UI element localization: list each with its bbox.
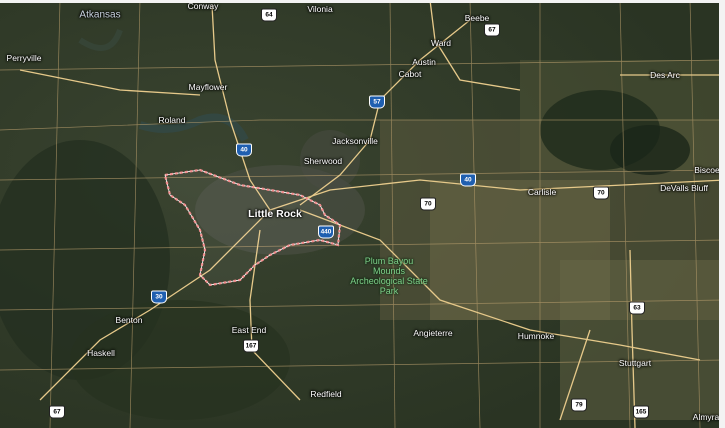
highway-shield-us-165: 165	[633, 405, 649, 419]
place-label-beebe[interactable]: Beebe	[464, 13, 490, 23]
place-label-jacksonville[interactable]: Jacksonville	[332, 136, 378, 146]
highway-shield-i-40-west: 40	[236, 143, 252, 157]
place-label-perryville[interactable]: Perryville	[6, 53, 42, 63]
highway-shield-us-64: 64	[261, 8, 277, 22]
place-label-stuttgart[interactable]: Stuttgart	[618, 358, 652, 368]
place-label-cabot[interactable]: Cabot	[398, 69, 422, 79]
place-label-carlisle[interactable]: Carlisle	[527, 187, 557, 197]
place-label-almyra[interactable]: Almyra	[692, 412, 720, 422]
highway-shield-us-167: 167	[243, 339, 259, 353]
place-label-sherwood[interactable]: Sherwood	[303, 156, 343, 166]
place-label-austin[interactable]: Austin	[412, 57, 436, 67]
place-label-benton[interactable]: Benton	[115, 315, 143, 325]
highway-shield-i-57: 57	[369, 95, 385, 109]
place-label-little-rock[interactable]: Little Rock	[248, 208, 302, 220]
map-right-edge	[719, 0, 725, 428]
place-label-ward[interactable]: Ward	[431, 38, 451, 48]
place-label-angieterre[interactable]: Angieterre	[413, 328, 453, 338]
place-label-des-arc[interactable]: Des Arc	[650, 70, 680, 80]
highway-shield-us-67-north: 67	[484, 23, 500, 37]
highway-shield-us-79: 79	[571, 398, 587, 412]
highway-shield-i-40-east: 40	[460, 173, 476, 187]
place-label-humnoke[interactable]: Humnoke	[517, 331, 555, 341]
place-label-roland[interactable]: Roland	[158, 115, 186, 125]
place-label-mayflower[interactable]: Mayflower	[188, 82, 228, 92]
place-label-east-end[interactable]: East End	[231, 325, 267, 335]
map-top-edge	[0, 0, 725, 3]
place-label-atkansas[interactable]: Atkansas	[79, 9, 121, 21]
highway-shield-i-440: 440	[318, 225, 334, 239]
highway-shield-us-63: 63	[629, 301, 645, 315]
place-label-haskell[interactable]: Haskell	[87, 348, 115, 358]
highway-shield-us-70-east: 70	[593, 186, 609, 200]
place-label-devalls-bluff[interactable]: DeValls Bluff	[660, 183, 708, 193]
place-label-biscoe[interactable]: Biscoe	[694, 165, 720, 175]
highway-shield-us-70-west: 70	[420, 197, 436, 211]
highway-shield-us-67-south: 67	[49, 405, 65, 419]
highway-shield-i-30: 30	[151, 290, 167, 304]
place-label-vilonia[interactable]: Vilonia	[307, 4, 333, 14]
place-label-redfield[interactable]: Redfield	[310, 389, 342, 399]
place-label-plum-bayou-mounds[interactable]: Plum Bayou Mounds Archeological State Pa…	[350, 256, 428, 296]
place-label-conway[interactable]: Conway	[187, 1, 219, 11]
